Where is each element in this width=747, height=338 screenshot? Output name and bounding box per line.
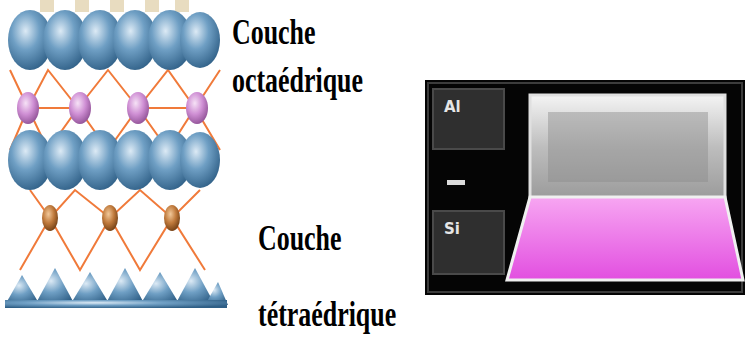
silicon-atoms — [42, 205, 180, 231]
oxygen-atoms-top — [8, 10, 220, 70]
layer-panel — [425, 80, 745, 295]
oxygen-atoms-middle — [8, 130, 220, 190]
separator-dash — [447, 180, 465, 185]
element-box: Al — [432, 88, 505, 150]
layer-label: Couche tétraédrique — [258, 200, 396, 338]
element-symbol: Si — [444, 220, 493, 238]
element-box: Si — [432, 210, 505, 275]
octahedral-block — [530, 95, 725, 200]
cap-atoms — [40, 0, 189, 12]
aluminium-atoms — [17, 92, 208, 124]
tetrahedral-base — [5, 268, 228, 308]
element-symbol: Al — [444, 98, 493, 116]
layer-label: Couche octaédrique — [232, 8, 363, 104]
tetrahedral-block — [507, 197, 743, 280]
